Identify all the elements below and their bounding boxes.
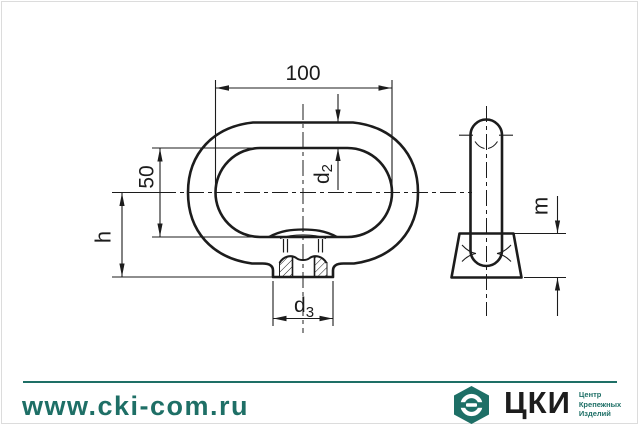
hole-wall-lines — [279, 257, 328, 277]
brand-name: ЦКИ — [504, 385, 571, 420]
dim-50-label: 50 — [136, 165, 159, 188]
brand-tagline: Центр Крепежных Изделий — [579, 390, 621, 419]
dim-d3-label: d3 — [294, 294, 314, 321]
tagline-line: Изделий — [578, 409, 611, 418]
cki-logo: ЦКИ Центр Крепежных Изделий — [452, 385, 621, 425]
tagline-line: Центр — [578, 390, 602, 399]
dim-100 — [214, 80, 393, 189]
dim-m — [514, 196, 566, 316]
dim-d2-label: d2 — [311, 164, 336, 184]
hex-nut-logo-icon — [454, 386, 489, 424]
eye-nut-technical-drawing: 100 50 h d2 — [91, 62, 566, 333]
tagline-line: Крепежных — [578, 399, 622, 409]
dim-d2 — [335, 94, 341, 190]
website-url: www.cki-com.ru — [22, 391, 250, 421]
dim-h — [112, 191, 272, 278]
section-hatch-left — [279, 256, 292, 277]
side-tangent-marks — [459, 134, 513, 262]
front-view: 100 50 h d2 — [91, 62, 472, 333]
thread-lines — [282, 239, 324, 253]
footer-divider — [23, 381, 617, 383]
section-hatch-right — [314, 256, 327, 277]
front-centerlines — [132, 104, 472, 333]
dim-d3 — [272, 281, 334, 326]
dim-m-label: m — [528, 197, 553, 215]
dim-100-label: 100 — [285, 62, 320, 85]
dim-h-label: h — [91, 231, 116, 243]
side-view: m — [450, 106, 566, 316]
